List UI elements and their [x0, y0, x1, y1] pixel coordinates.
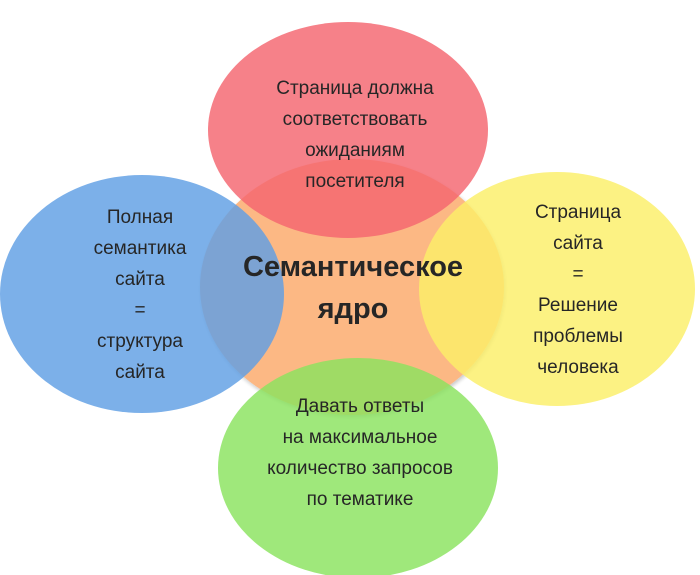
top-line: Страница должна — [276, 78, 434, 99]
bottom-line: Давать ответы — [295, 396, 425, 417]
center-ellipse — [200, 159, 504, 415]
center-title: Семантическое ядро — [218, 240, 488, 336]
bottom-label: Давать ответы на максимальное количество… — [220, 390, 500, 516]
left-label: Полная семантика сайта = структура сайта — [40, 200, 240, 390]
bottom-line: по тематике — [306, 489, 414, 510]
top-ellipse — [208, 22, 488, 238]
right-line: человека — [537, 357, 619, 378]
top-line: посетителя — [305, 171, 405, 192]
left-line: сайта — [115, 269, 165, 290]
bottom-line: количество запросов — [267, 458, 453, 479]
right-line: Решение — [538, 295, 618, 316]
left-ellipse — [0, 175, 284, 413]
right-line: сайта — [553, 233, 603, 254]
center-line: ядро — [317, 293, 389, 325]
bottom-line: на максимальное — [282, 427, 438, 448]
left-line: = — [134, 300, 146, 321]
right-line: = — [572, 264, 584, 285]
right-ellipse — [419, 172, 695, 406]
center-line: Семантическое — [242, 251, 464, 283]
top-label: Страница должна соответствовать ожидания… — [230, 72, 480, 198]
right-line: Страница — [534, 202, 622, 223]
left-line: Полная — [106, 207, 174, 228]
left-line: семантика — [93, 238, 187, 259]
bottom-ellipse — [218, 358, 498, 575]
left-line: сайта — [115, 362, 165, 383]
top-line: соответствовать — [282, 109, 428, 130]
right-label: Страница сайта = Решение проблемы челове… — [478, 195, 678, 385]
right-line: проблемы — [533, 326, 623, 347]
top-line: ожиданиям — [305, 140, 405, 161]
left-line: структура — [97, 331, 183, 352]
